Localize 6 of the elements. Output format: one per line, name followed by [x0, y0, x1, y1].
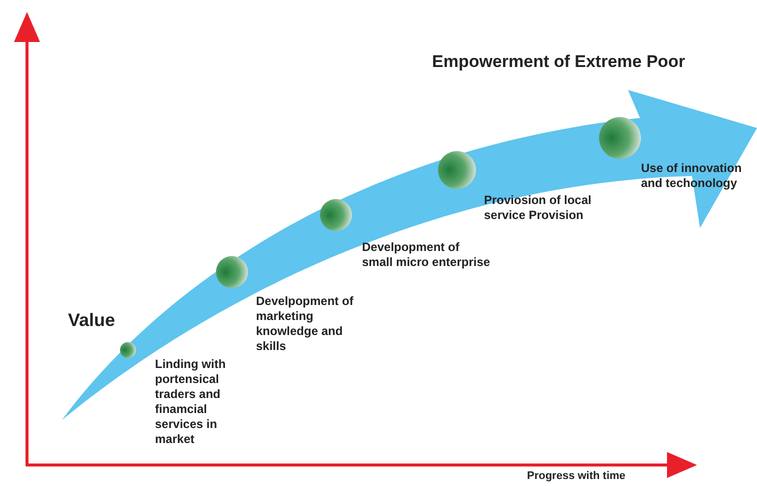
step-label: Linding with portensical traders and finamcial services in market [155, 357, 227, 447]
axis-label: Value [68, 309, 116, 331]
axis-label: Progress with time [527, 470, 626, 483]
heading: Empowerment of Extreme Poor [432, 52, 686, 72]
step-label: Develpopment of marketing knowledge and skills [256, 294, 354, 354]
step-label: Develpopment of small micro enterprise [362, 240, 492, 270]
